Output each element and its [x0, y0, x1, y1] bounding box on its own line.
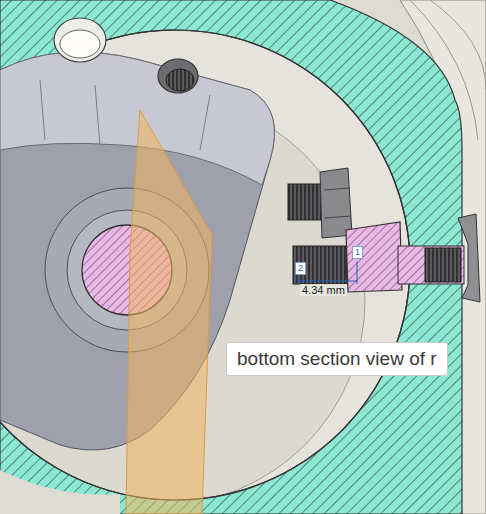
callout-number: 1 [352, 246, 363, 259]
section-plane [126, 110, 212, 514]
nut-faces [324, 188, 351, 218]
lower-floor [0, 470, 120, 514]
tooltip-box: bottom section view of r [226, 342, 448, 376]
hole-thread [166, 69, 194, 91]
callout-number: 2 [295, 262, 306, 275]
hole [54, 18, 106, 62]
dimension-text: 4.34 mm [300, 284, 347, 296]
bolt-head [458, 214, 480, 302]
bolt-thread-right [425, 248, 461, 282]
lower-bolt-thread [293, 246, 347, 284]
housing-section [0, 0, 462, 514]
tapped-hole [158, 59, 198, 93]
upper-nut [320, 168, 352, 238]
dimension-line [298, 262, 357, 284]
hole-inner [60, 30, 100, 58]
tooltip-text: bottom section view of r [237, 348, 437, 370]
bolt-shank-section [398, 246, 464, 284]
upper-bolt-thread [288, 184, 324, 220]
